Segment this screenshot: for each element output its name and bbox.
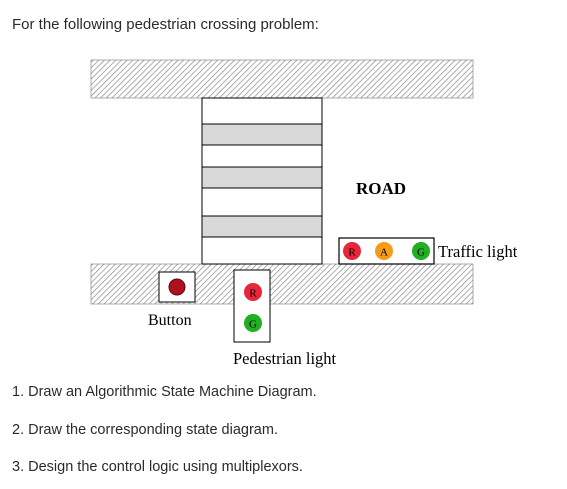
pedestrian-red-lamp: [244, 283, 262, 301]
traffic-green-letter: G: [417, 247, 425, 259]
bottom-pavement: [90, 263, 474, 305]
traffic-red-lamp: [343, 242, 361, 260]
traffic-light-label: Traffic light: [438, 242, 518, 261]
pedestrian-red-letter: R: [249, 288, 257, 300]
road-label: ROAD: [356, 179, 406, 198]
task-item-1: 1. Draw an Algorithmic State Machine Dia…: [12, 384, 317, 400]
intro-text: For the following pedestrian crossing pr…: [12, 16, 319, 33]
task-item-3: 3. Design the control logic using multip…: [12, 459, 303, 475]
push-button-icon: [168, 278, 186, 296]
zebra-stripe: [201, 215, 323, 238]
traffic-green-lamp: [412, 242, 430, 260]
pedestrian-green-letter: G: [249, 319, 257, 331]
task-item-2: 2. Draw the corresponding state diagram.: [12, 422, 278, 438]
traffic-amber-lamp: [375, 242, 393, 260]
pedestrian-green-lamp: [244, 314, 262, 332]
traffic-red-letter: R: [348, 247, 356, 259]
top-pavement: [90, 59, 474, 99]
pedestrian-light-label: Pedestrian light: [233, 349, 337, 368]
traffic-amber-letter: A: [380, 247, 388, 259]
zebra-stripe: [201, 166, 323, 189]
zebra-stripe: [201, 123, 323, 146]
button-label: Button: [148, 312, 192, 329]
